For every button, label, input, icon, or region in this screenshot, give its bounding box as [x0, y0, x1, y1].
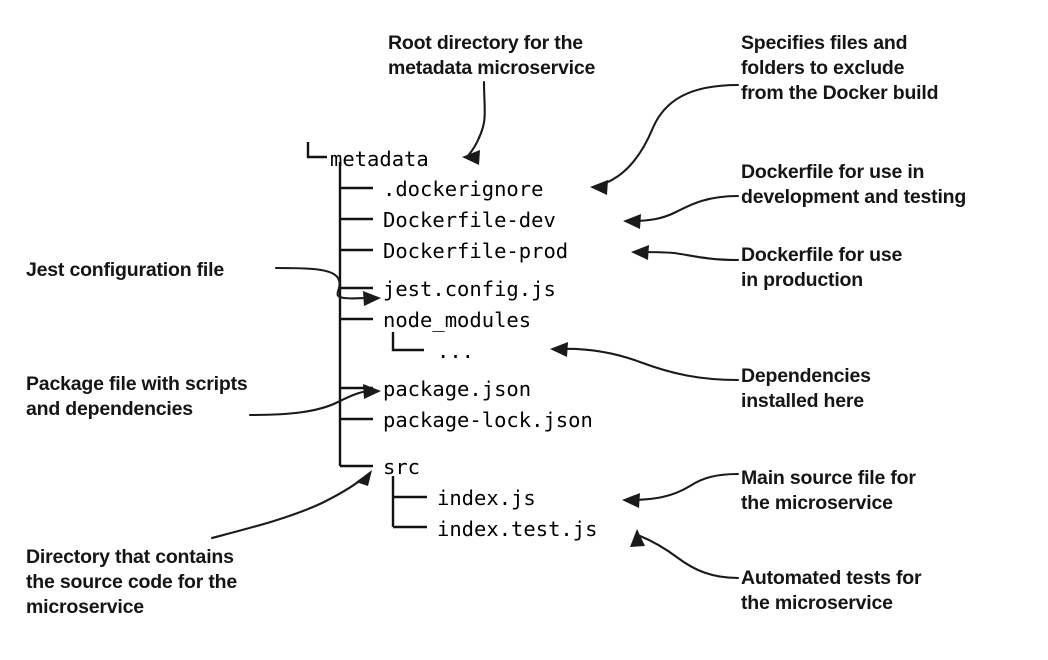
tree-node-node-modules-ellipsis[interactable]: ... [437, 339, 475, 363]
tree-node-dockerignore[interactable]: .dockerignore [383, 177, 544, 201]
callout-dockerfile-dev: Dockerfile for use in development and te… [741, 161, 967, 208]
callout-src: Directory that contains the source code … [26, 546, 238, 618]
tree-node-jest-config[interactable]: jest.config.js [383, 277, 556, 301]
tree-node-package-lock-json[interactable]: package-lock.json [383, 408, 593, 432]
callout-dockerignore: Specifies files and folders to exclude f… [741, 32, 939, 104]
callout-dependencies: Dependencies installed here [741, 365, 871, 412]
tree-node-dockerfile-dev[interactable]: Dockerfile-dev [383, 208, 556, 232]
tree-node-metadata[interactable]: metadata [330, 147, 429, 171]
callout-dockerfile-prod: Dockerfile for use in production [741, 244, 903, 291]
callout-index-test-js: Automated tests for the microservice [741, 567, 922, 614]
tree-node-node-modules[interactable]: node_modules [383, 308, 532, 332]
callout-package-json: Package file with scripts and dependenci… [26, 373, 248, 420]
tree-node-dockerfile-prod[interactable]: Dockerfile-prod [383, 239, 569, 263]
tree-node-package-json[interactable]: package.json [383, 377, 532, 401]
tree-node-index-js[interactable]: index.js [437, 486, 536, 510]
callout-index-js: Main source file for the microservice [741, 467, 916, 514]
root-elbow [306, 142, 327, 159]
tree-node-index-test-js[interactable]: index.test.js [437, 517, 598, 541]
callout-jest-config: Jest configuration file [26, 259, 225, 281]
tree-node-src[interactable]: src [383, 455, 421, 479]
branch-node-modules-ellipsis [391, 332, 424, 352]
callout-root-directory: Root directory for the metadata microser… [388, 32, 596, 79]
